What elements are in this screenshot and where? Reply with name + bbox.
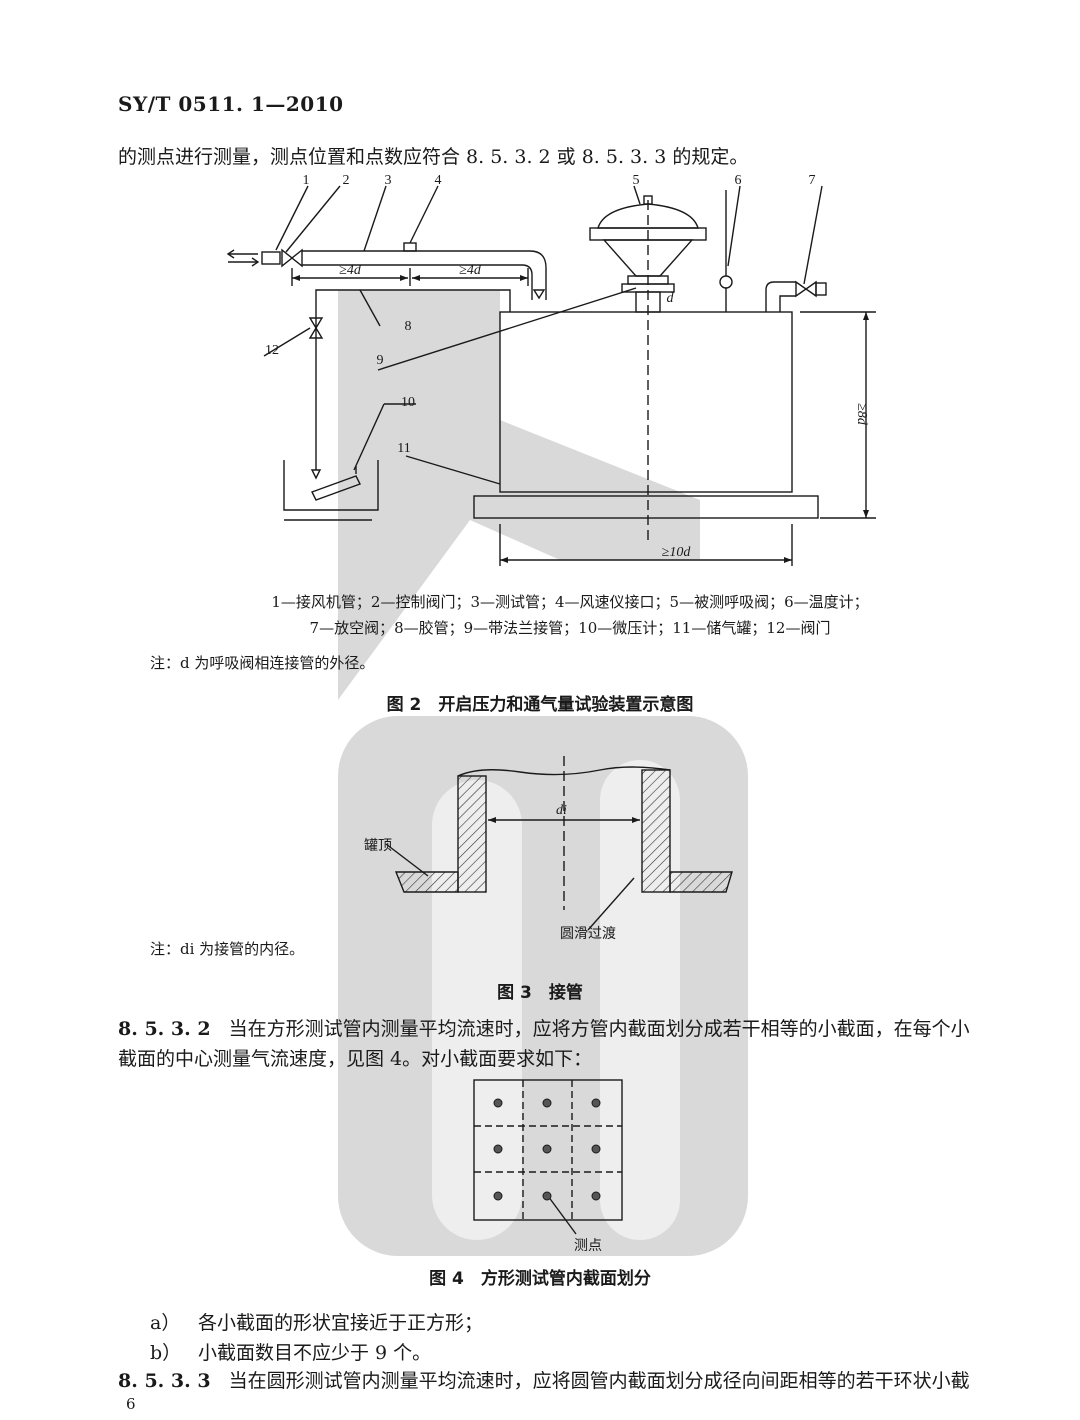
callout-9: 9: [377, 353, 384, 368]
figure2-note: 注：d 为呼吸阀相连接管的外径。: [150, 654, 375, 672]
section-8533-number: 8. 5. 3. 3: [118, 1370, 211, 1392]
measuring-point: [542, 1098, 552, 1108]
callout-3: 3: [385, 173, 392, 188]
measuring-point: [542, 1191, 552, 1201]
measuring-point: [493, 1098, 503, 1108]
dim-8d: ≥8d: [854, 403, 869, 426]
standard-number: SY/T 0511. 1—2010: [118, 92, 344, 116]
figure3-caption: 图 3 接管: [497, 983, 583, 1003]
section-8532-line2: 截面的中心测量气流速度，见图 4。对小截面要求如下：: [118, 1048, 593, 1070]
callout-8: 8: [405, 319, 412, 334]
list-item-a: a） 各小截面的形状宜接近于正方形；: [150, 1308, 483, 1335]
callout-12: 12: [265, 343, 279, 358]
figure2-caption: 图 2 开启压力和通气量试验装置示意图: [386, 695, 694, 715]
callout-6: 6: [735, 173, 742, 188]
figure4-caption: 图 4 方形测试管内截面划分: [429, 1269, 651, 1289]
figure3-label-tank-top: 罐顶: [364, 838, 392, 854]
list-item-b-marker: b）: [150, 1342, 182, 1364]
measuring-point: [591, 1144, 601, 1154]
callout-4: 4: [435, 173, 442, 188]
callout-11: 11: [397, 441, 410, 456]
list-item-a-text: 各小截面的形状宜接近于正方形；: [198, 1312, 484, 1334]
intro-text: 的测点进行测量，测点位置和点数应符合 8. 5. 3. 2 或 8. 5. 3.…: [118, 146, 749, 168]
section-8532-number: 8. 5. 3. 2: [118, 1018, 211, 1040]
callout-7: 7: [809, 173, 816, 188]
list-item-a-marker: a）: [150, 1312, 181, 1334]
dim-4d-right: ≥4d: [459, 263, 482, 278]
list-item-b-text: 小截面数目不应少于 9 个。: [198, 1342, 432, 1364]
figure3-label-di: di: [556, 803, 567, 818]
measuring-point: [542, 1144, 552, 1154]
figure3-note: 注：di 为接管的内径。: [150, 940, 305, 958]
section-8533-text1: 当在圆形测试管内测量平均流速时，应将圆管内截面划分成径向间距相等的若干环状小截: [228, 1370, 970, 1392]
section-8532-line1: 8. 5. 3. 2 当在方形测试管内测量平均流速时，应将方管内截面划分成若干相等…: [118, 1014, 970, 1044]
measuring-point: [591, 1098, 601, 1108]
section-8532-text1: 当在方形测试管内测量平均流速时，应将方管内截面划分成若干相等的小截面，在每个小: [228, 1018, 970, 1040]
figure3-diagram: di 罐顶 圆滑过渡: [364, 756, 733, 942]
callout-1: 1: [303, 173, 310, 188]
callout-2: 2: [343, 173, 350, 188]
callout-5: 5: [633, 173, 640, 188]
dim-d: d: [667, 291, 675, 306]
figure3-label-transition: 圆滑过渡: [560, 925, 616, 942]
measuring-point: [493, 1191, 503, 1201]
measuring-point: [591, 1191, 601, 1201]
page-number: 6: [126, 1395, 136, 1413]
figure4-label-point: 测点: [574, 1238, 602, 1254]
measuring-point: [493, 1144, 503, 1154]
section-8533-line1: 8. 5. 3. 3 当在圆形测试管内测量平均流速时，应将圆管内截面划分成径向间距…: [118, 1366, 970, 1396]
dim-10d: ≥10d: [662, 545, 692, 560]
list-item-b: b） 小截面数目不应少于 9 个。: [150, 1338, 431, 1365]
figure2-legend-line1: 1—接风机管；2—控制阀门；3—测试管；4—风速仪接口；5—被测呼吸阀；6—温度…: [271, 593, 869, 611]
callout-10: 10: [401, 395, 415, 410]
figure2-legend-line2: 7—放空阀；8—胶管；9—带法兰接管；10—微压计；11—储气罐；12—阀门: [309, 619, 831, 637]
figure4-diagram: 测点: [473, 1079, 623, 1254]
figure2-diagram: 1 2 3 4 5 6 7 8 9 10 11 12 ≥4d ≥4d d ≥10…: [226, 173, 876, 566]
dim-4d-left: ≥4d: [339, 263, 362, 278]
